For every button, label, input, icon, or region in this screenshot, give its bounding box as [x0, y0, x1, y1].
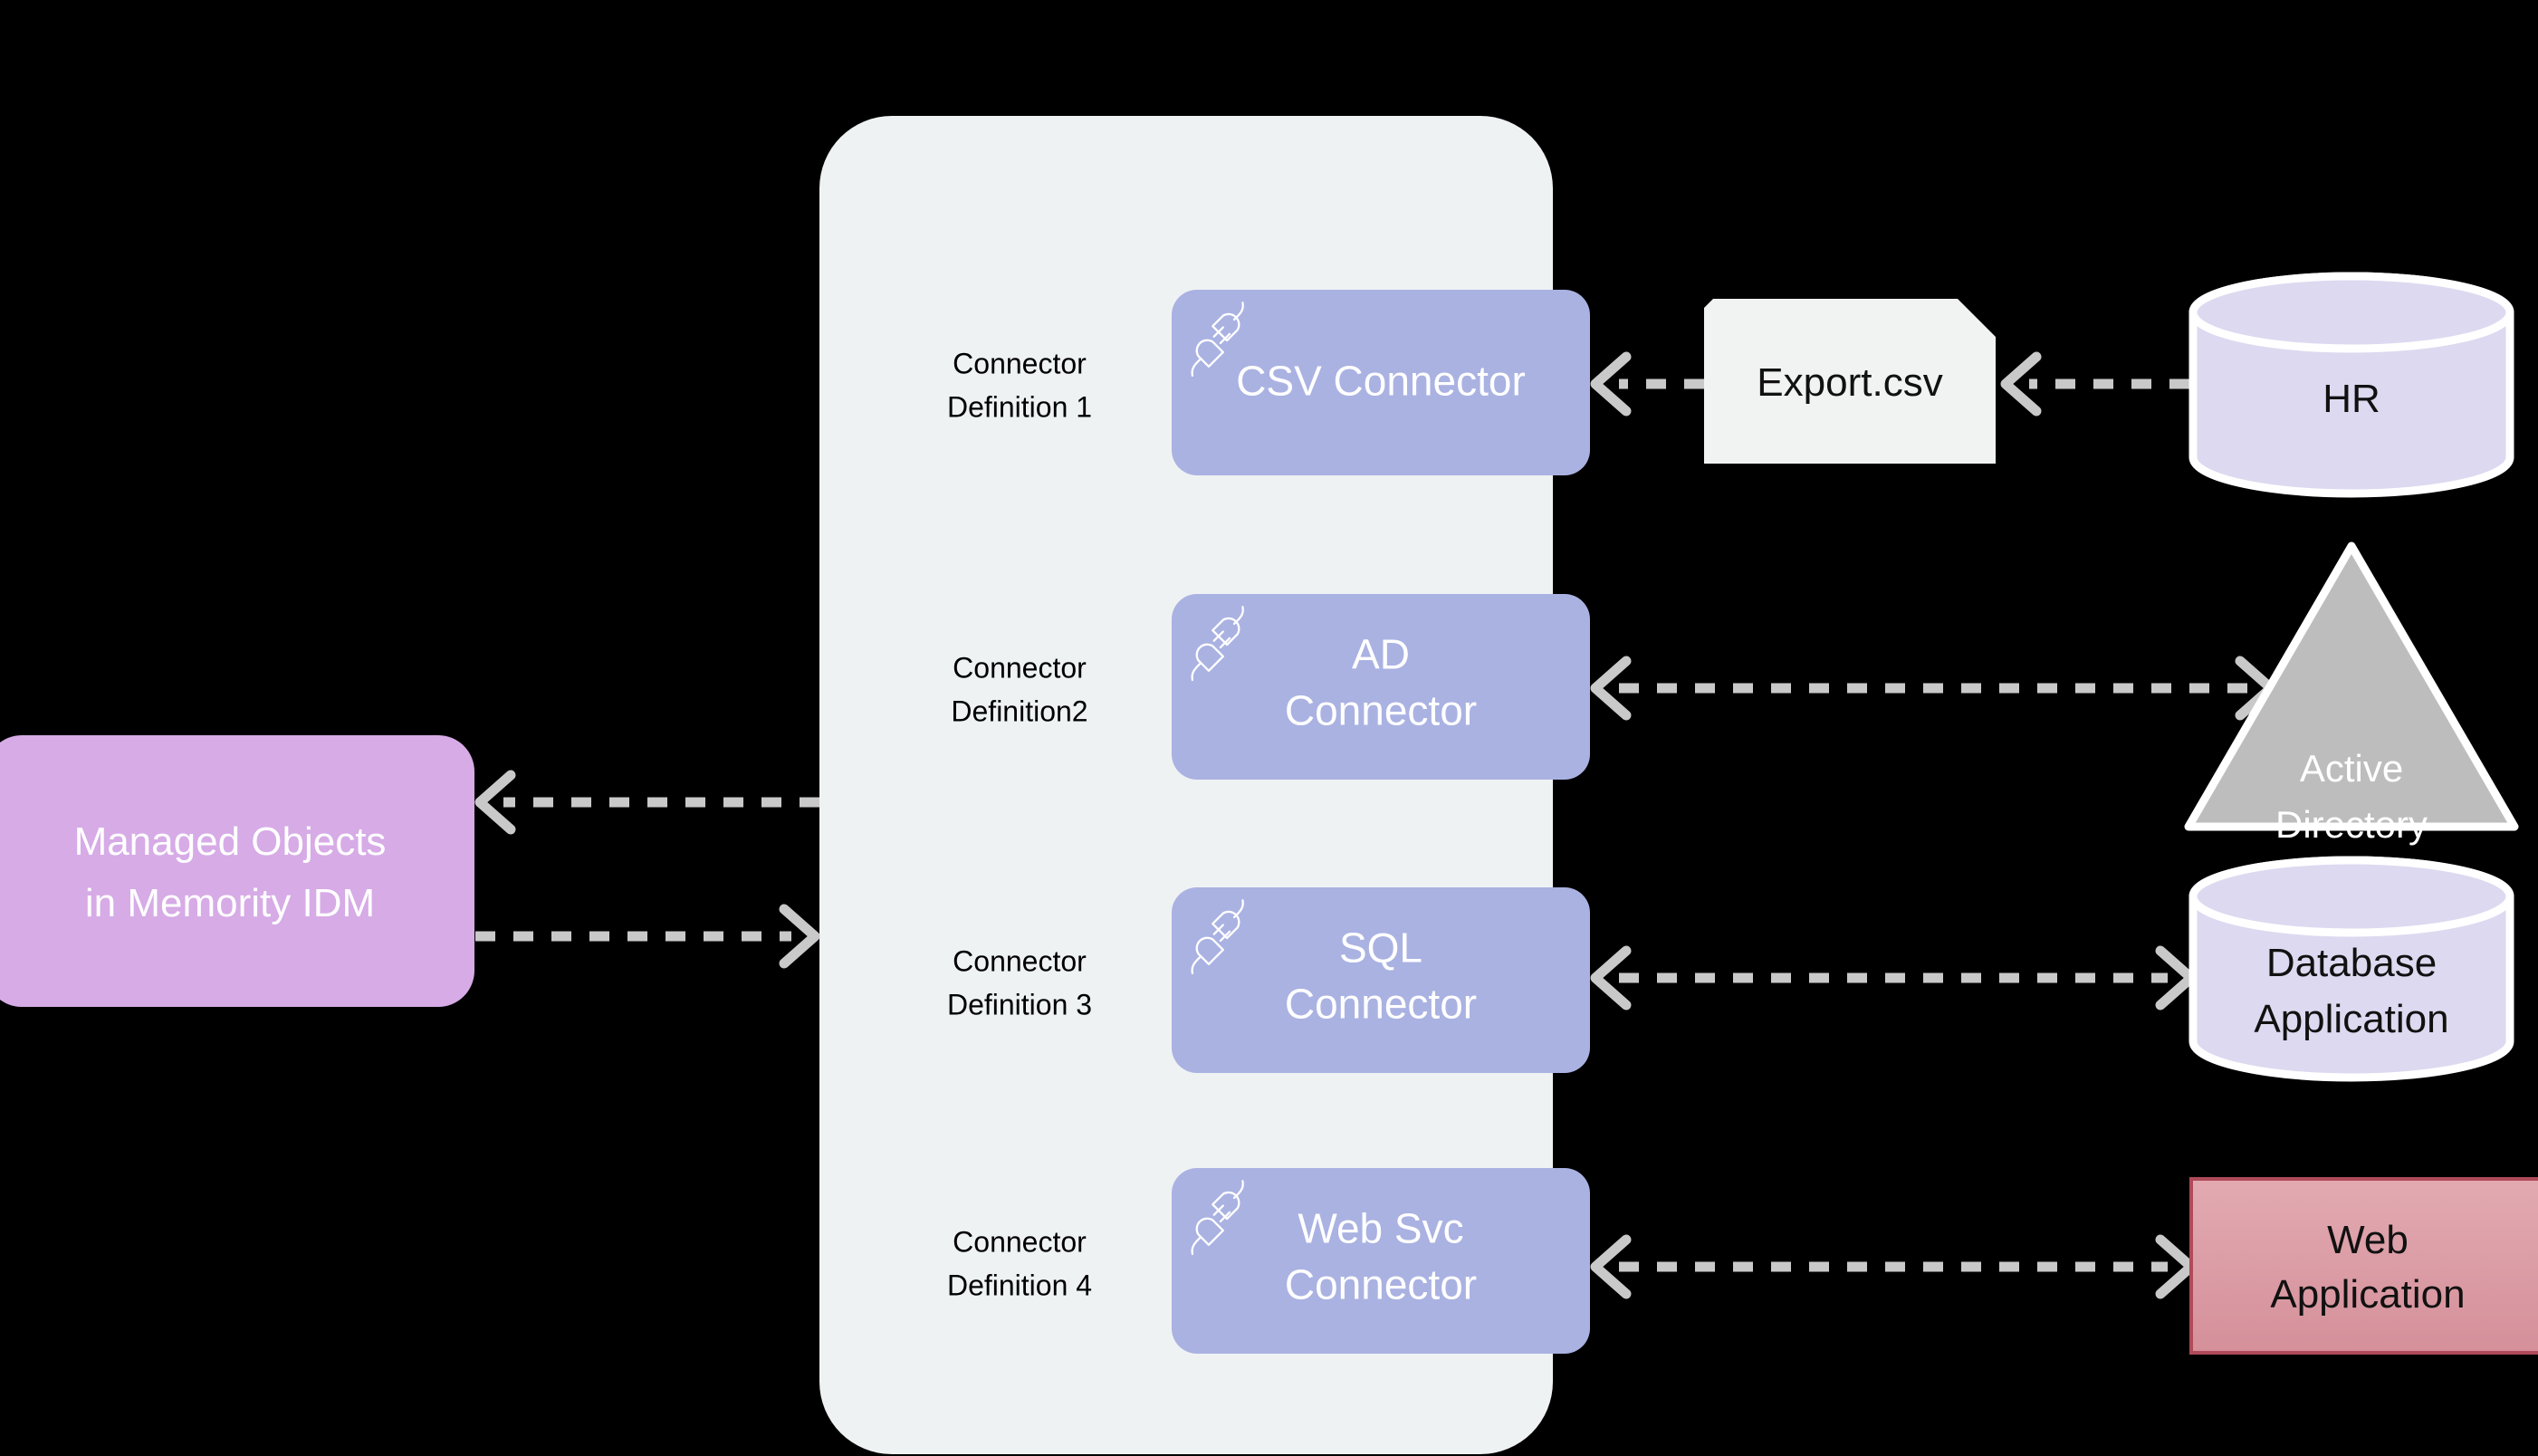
definition-label-line2: Definition 4	[947, 1269, 1092, 1302]
system-label-line2: Application	[2254, 997, 2448, 1041]
connector-box[interactable]	[1172, 594, 1590, 780]
system-node-hr[interactable]: HR	[2188, 272, 2514, 498]
arrow-csv-to-export	[1590, 351, 1704, 417]
system-label-line1: HR	[2323, 377, 2380, 421]
arrow-to-connector-panel	[475, 904, 820, 969]
plug-icon	[1191, 1180, 1244, 1256]
connector-label-line1: Web Svc	[1298, 1205, 1463, 1252]
connector-box[interactable]	[1172, 1168, 1590, 1354]
triangle-shape	[2184, 541, 2519, 831]
connector-box[interactable]	[1172, 290, 1590, 475]
connector-node-sql[interactable]: SQL Connector	[1172, 887, 1590, 1073]
connector-label-line1: CSV Connector	[1236, 358, 1526, 405]
cylinder-top	[2188, 272, 2514, 353]
definition-label-line1: Connector	[953, 652, 1087, 685]
plug-icon	[1191, 606, 1244, 682]
managed-objects-box	[0, 735, 474, 1007]
connector-node-csv[interactable]: CSV Connector	[1172, 290, 1590, 475]
document-shape	[1704, 299, 1996, 464]
managed-objects-node[interactable]: Managed Objects in Memority IDM	[0, 735, 474, 1007]
export-file-node[interactable]: Export.csv	[1704, 299, 1996, 464]
arrow-to-managed-objects	[474, 770, 819, 835]
connector-label-line2: Connector	[1285, 1261, 1477, 1308]
connector-label-line1: SQL	[1339, 924, 1422, 972]
cylinder-top	[2188, 856, 2514, 937]
connector-label-line1: AD	[1352, 631, 1410, 678]
system-label-line1: Database	[2266, 941, 2437, 985]
definition-label-line1: Connector	[953, 1226, 1087, 1259]
managed-objects-label-line1: Managed Objects	[74, 819, 387, 864]
connector-label-line2: Connector	[1285, 981, 1477, 1028]
plug-icon	[1191, 899, 1244, 975]
definition-label-line2: Definition 3	[947, 989, 1092, 1021]
connector-node-ad[interactable]: AD Connector	[1172, 594, 1590, 780]
web-app-box	[2189, 1177, 2538, 1355]
managed-objects-label-line2: in Memority IDM	[85, 881, 375, 925]
connector-box[interactable]	[1172, 887, 1590, 1073]
system-label-line2: Application	[2270, 1272, 2465, 1317]
system-label-line1: Web	[2327, 1218, 2409, 1262]
export-file-label: Export.csv	[1757, 360, 1942, 405]
arrows-layer	[474, 351, 2276, 1299]
system-label-line2: Directory	[2275, 803, 2428, 846]
definition-label-line2: Definition 1	[947, 391, 1092, 424]
definition-label-line1: Connector	[953, 348, 1087, 380]
definition-label-line2: Definition2	[951, 695, 1087, 728]
arrow-hr-to-export	[2000, 351, 2189, 417]
connector-label-line2: Connector	[1285, 687, 1477, 734]
definition-label-line1: Connector	[953, 945, 1087, 978]
system-label-line1: Active	[2300, 747, 2403, 790]
plug-icon	[1191, 302, 1244, 378]
